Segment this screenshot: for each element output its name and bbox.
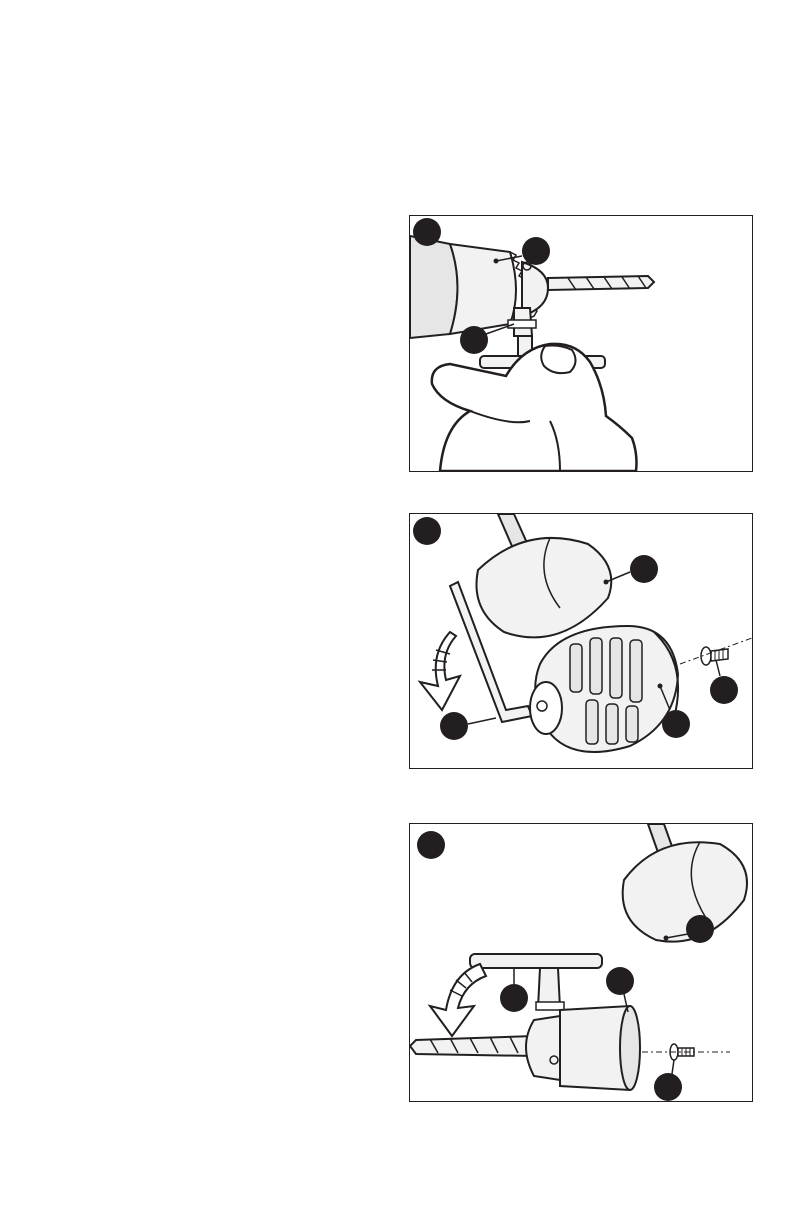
figure-3-drawing: [410, 824, 752, 1101]
callout-leader-5: [672, 1060, 674, 1074]
callout-dot-2: [664, 936, 669, 941]
callout-marker-5: [654, 1073, 682, 1101]
callout-marker-4: [662, 710, 690, 738]
mallet-head: [476, 538, 611, 637]
callout-dot-2: [494, 259, 499, 264]
callout-marker-2: [630, 555, 658, 583]
chuck-back: [620, 1006, 640, 1090]
chuck-screw: [701, 647, 728, 665]
callout-marker-2: [686, 915, 714, 943]
chuck-body: [450, 244, 516, 334]
rotation-arrow: [420, 632, 460, 710]
callout-marker-1: [413, 218, 441, 246]
chuck-key-collar: [536, 1002, 564, 1010]
mallet-head: [623, 842, 747, 941]
callout-marker-1: [413, 517, 441, 545]
callout-marker-5: [710, 676, 738, 704]
callout-marker-4: [606, 967, 634, 995]
callout-dot-2: [604, 580, 609, 585]
figure-2-drawing: [410, 514, 752, 768]
callout-marker-3: [460, 326, 488, 354]
chuck-nose: [526, 1016, 560, 1080]
callout-leader-5: [716, 660, 720, 676]
figure-1-chuck-key: [409, 215, 753, 472]
callout-marker-3: [500, 984, 528, 1012]
rotation-arrow: [430, 964, 486, 1036]
figure-3-chuck-removal: [409, 823, 753, 1102]
callout-marker-3: [440, 712, 468, 740]
drill-body: [410, 236, 458, 338]
figure-1-drawing: [410, 216, 752, 471]
chuck-front-socket: [537, 701, 547, 711]
callout-marker-1: [417, 831, 445, 859]
figure-2-hex-key: [409, 513, 753, 769]
chuck-key-handle: [470, 954, 602, 968]
callout-leader-3: [468, 718, 496, 724]
thumbnail: [541, 346, 575, 374]
callout-dot-4: [658, 684, 663, 689]
drill-bit: [410, 1036, 534, 1056]
drill-bit: [548, 276, 654, 290]
callout-marker-2: [522, 237, 550, 265]
